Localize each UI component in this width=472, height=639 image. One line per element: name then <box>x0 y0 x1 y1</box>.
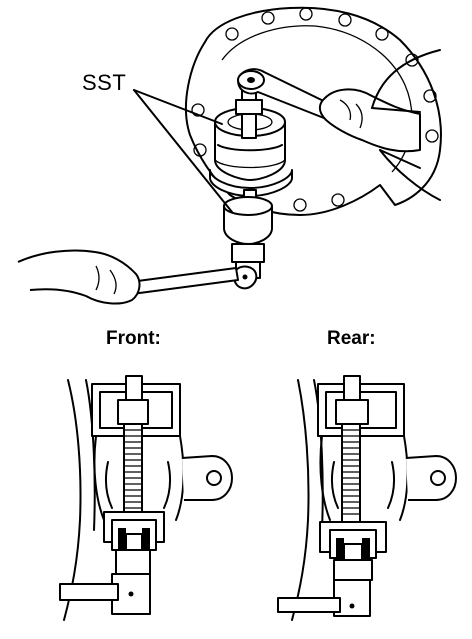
front-thread <box>123 423 143 521</box>
sst-lower-cylinder <box>223 196 273 279</box>
left-hand <box>17 249 141 305</box>
main-assembly-illustration <box>17 6 442 305</box>
sst-upper-cylinder <box>209 107 293 197</box>
front-section-view <box>59 375 233 621</box>
rear-section-view <box>277 375 457 621</box>
right-hand <box>318 49 441 201</box>
front-view-label: Front: <box>106 328 161 349</box>
housing-bolts <box>191 7 439 212</box>
rear-thread <box>341 423 361 525</box>
housing-outline <box>184 6 442 216</box>
rear-view-label: Rear: <box>327 328 376 349</box>
sst-leader-lines <box>133 89 233 213</box>
bottom-ratchet <box>129 265 258 295</box>
sst-callout-label: SST <box>82 70 127 95</box>
